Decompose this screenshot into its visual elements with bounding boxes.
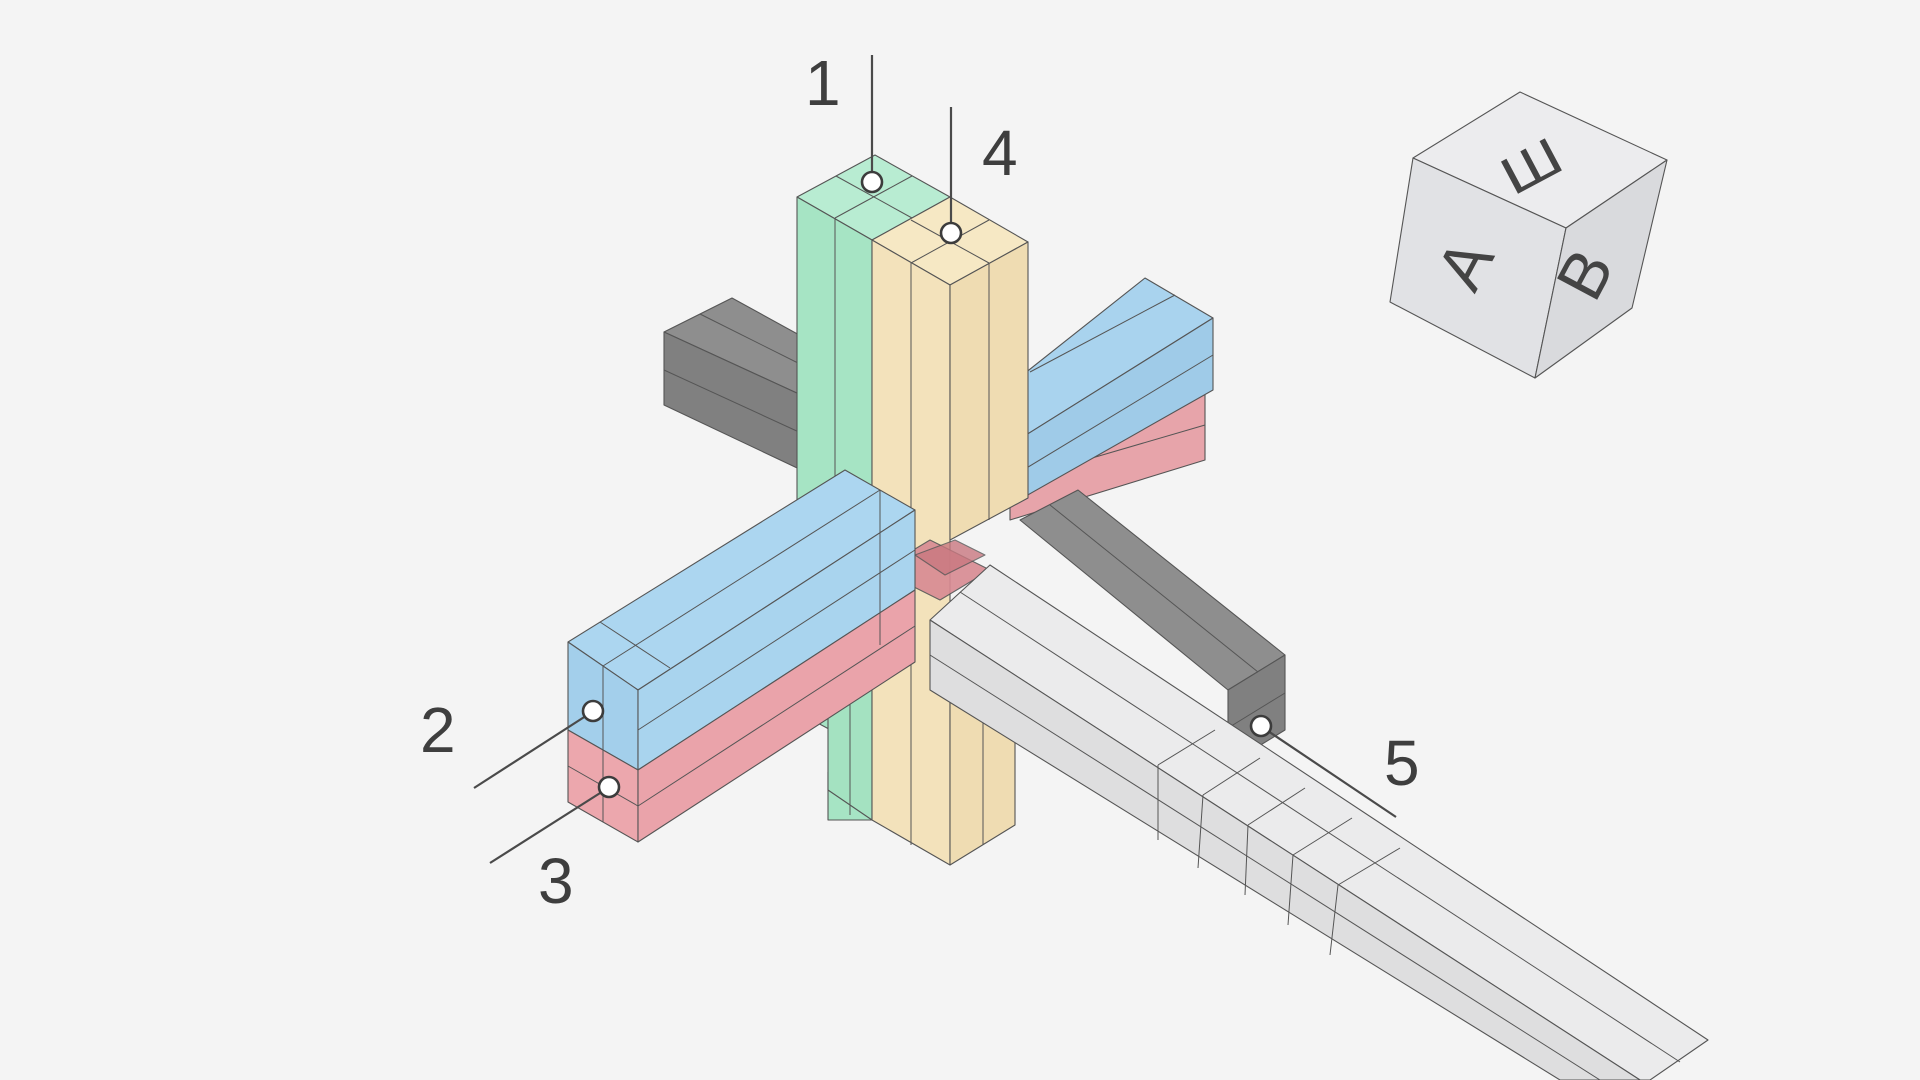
callout-2-label: 2 [420, 694, 456, 766]
light-beam-long [929, 564, 1709, 1080]
callout-5-marker[interactable] [1249, 714, 1273, 738]
callout-4-label: 4 [982, 117, 1018, 189]
callout-5: 5 [1249, 714, 1420, 818]
view-cube-right-face[interactable] [1534, 159, 1668, 379]
callout-2-marker[interactable] [581, 699, 605, 723]
dark-beam-back [663, 297, 813, 476]
callout-5-label: 5 [1384, 727, 1420, 799]
callout-1-marker[interactable] [860, 170, 884, 194]
callout-3: 3 [489, 775, 621, 917]
callout-2: 2 [420, 694, 605, 789]
view-cube[interactable]: Ш A B [1389, 91, 1668, 379]
callout-3-label: 3 [538, 845, 574, 917]
callout-4-marker[interactable] [939, 221, 963, 245]
callout-4: 4 [939, 107, 1018, 245]
callout-3-marker[interactable] [597, 775, 621, 799]
callout-1-label: 1 [805, 47, 841, 119]
callout-1: 1 [805, 47, 884, 194]
